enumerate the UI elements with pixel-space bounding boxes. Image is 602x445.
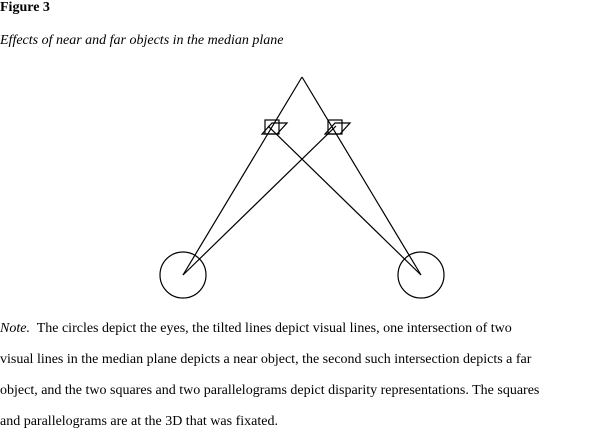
visual-line-right-far (301, 76, 422, 276)
visual-line-left-far (182, 76, 303, 276)
left-parallelogram (260, 122, 289, 135)
note-label: Note. (0, 321, 30, 336)
right-parallelogram (323, 122, 352, 135)
visual-line-right-near (267, 125, 422, 276)
figure-title: Effects of near and far objects in the m… (0, 33, 284, 48)
note-line-4: and parallelograms are at the 3D that wa… (0, 414, 278, 429)
visual-line-left-near (182, 125, 337, 276)
right-eye-circle (397, 251, 445, 299)
note-line-2: visual lines in the median plane depicts… (0, 352, 532, 367)
note-line-3: object, and the two squares and two para… (0, 383, 540, 398)
left-eye-circle (159, 251, 207, 299)
note-line-1: Note. The circles depict the eyes, the t… (0, 321, 512, 337)
figure-label: Figure 3 (0, 0, 50, 15)
note-line-1-text: The circles depict the eyes, the tilted … (29, 321, 512, 336)
